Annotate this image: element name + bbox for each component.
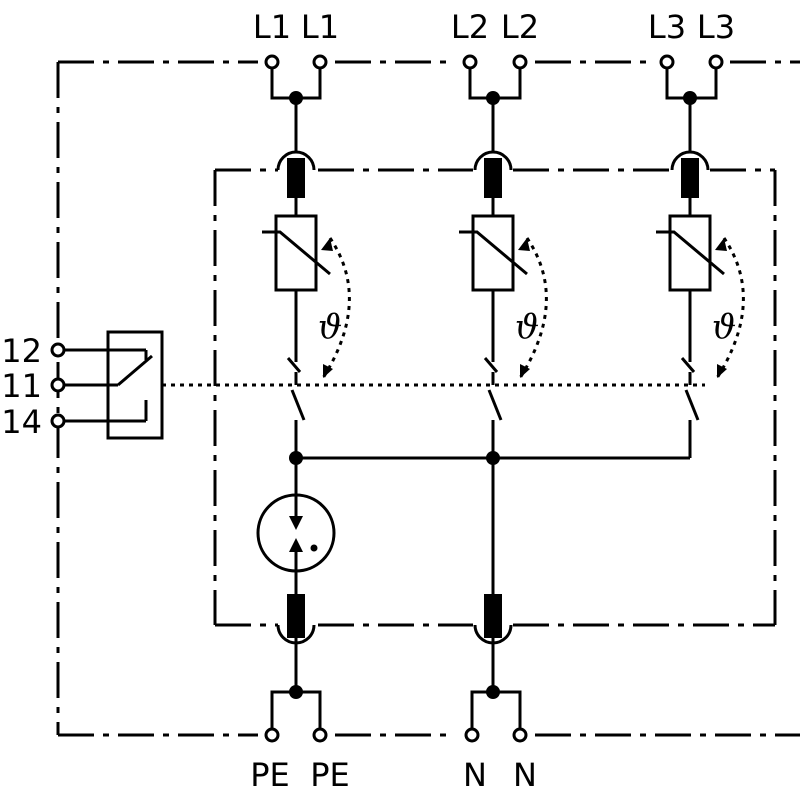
terminal-label-pe-a: PE [250, 756, 290, 794]
terminal-pe-a [264, 727, 280, 743]
terminal-label-l3b: L3 [697, 8, 735, 46]
thermal-symbol: ϑ [712, 307, 736, 347]
terminal-l3a [659, 54, 675, 70]
contact-label-11: 11 [1, 367, 42, 405]
thermal-symbol: ϑ [515, 307, 539, 347]
contact-label-14: 14 [1, 403, 42, 441]
varistor-icon [471, 214, 515, 292]
phase-path-l3: ϑ [656, 54, 745, 458]
phase-path-l1: ϑ [262, 54, 351, 458]
terminal-12 [50, 342, 66, 358]
terminal-label-n-a: N [463, 756, 487, 794]
fuse-icon [484, 594, 502, 638]
disconnect-switch-icon [487, 389, 503, 421]
terminal-l1a [264, 54, 280, 70]
terminal-11 [50, 377, 66, 393]
varistor-icon [274, 214, 318, 292]
terminal-l2b [512, 54, 528, 70]
phase-path-l2: ϑ [459, 54, 548, 458]
terminal-label-l1a: L1 [253, 8, 291, 46]
common-bus [289, 451, 690, 465]
terminal-label-n-b: N [513, 756, 537, 794]
terminal-label-pe-b: PE [310, 756, 350, 794]
contact-label-12: 12 [1, 332, 42, 370]
terminal-label-l2b: L2 [501, 8, 539, 46]
terminal-l3b [708, 54, 724, 70]
thermal-symbol: ϑ [318, 307, 342, 347]
bottom-terminal-labels: PE PE N N [250, 756, 537, 794]
top-terminal-labels: L1 L1 L2 L2 L3 L3 [253, 8, 735, 46]
disconnect-switch-icon [684, 389, 700, 421]
fuse-icon [681, 158, 699, 198]
fuse-icon [484, 158, 502, 198]
terminal-l2a [462, 54, 478, 70]
signal-contact: 12 11 14 [1, 330, 164, 441]
fuse-icon [287, 158, 305, 198]
fuse-icon [287, 594, 305, 638]
n-path [464, 458, 528, 743]
outer-enclosure [56, 60, 800, 737]
terminal-label-l2a: L2 [451, 8, 489, 46]
varistor-icon [668, 214, 712, 292]
disconnect-switch-icon [290, 389, 306, 421]
terminal-label-l3a: L3 [648, 8, 686, 46]
terminal-n-a [464, 727, 480, 743]
inner-module-enclosure [213, 168, 777, 627]
terminal-label-l1b: L1 [301, 8, 339, 46]
terminal-n-b [512, 727, 528, 743]
terminal-14 [50, 413, 66, 429]
terminal-l1b [312, 54, 328, 70]
terminal-pe-b [312, 727, 328, 743]
pe-path [256, 458, 336, 743]
